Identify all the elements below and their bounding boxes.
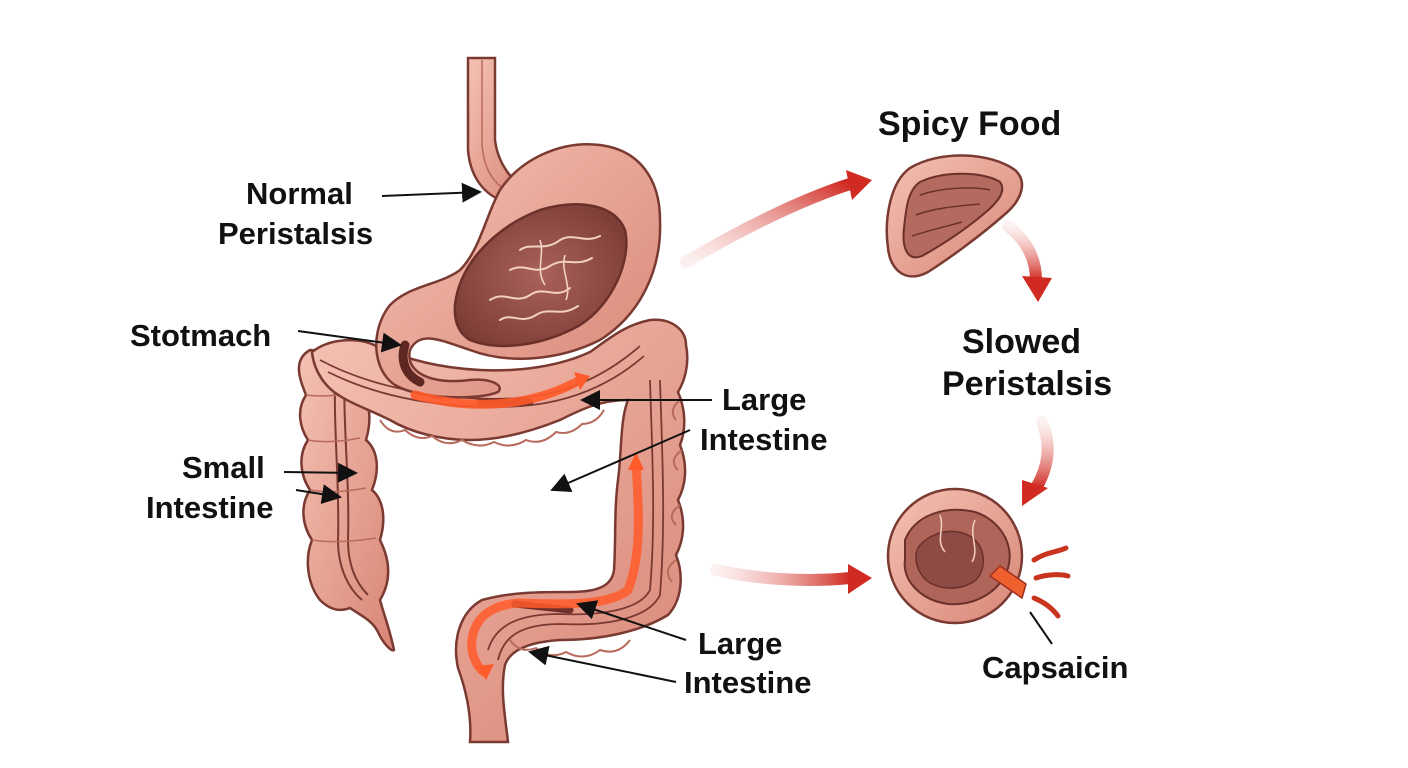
label-slowed-peristalsis-line2: Peristalsis	[942, 365, 1113, 403]
label-stomach: Stotmach	[130, 318, 272, 353]
label-large-intestine-lower-2: Intestine	[684, 663, 811, 703]
label-capsaicin: Capsaicin	[982, 650, 1129, 685]
label-normal-peristalsis: Normal	[246, 174, 353, 214]
label-small-intestine: Small	[182, 448, 265, 488]
label-large-intestine-upper-line2: Intestine	[700, 422, 828, 457]
spicy-food-cross-section-icon	[885, 154, 1024, 278]
label-small-intestine-2: Intestine	[146, 488, 273, 528]
label-slowed-peristalsis-line1: Slowed	[962, 323, 1082, 361]
label-large-intestine-lower-line2: Intestine	[684, 665, 812, 700]
label-normal-peristalsis-2: Peristalsis	[218, 214, 373, 254]
label-large-intestine-upper-2: Intestine	[700, 420, 827, 460]
leader-lines	[283, 182, 712, 683]
label-small-intestine-line1: Small	[182, 450, 265, 485]
label-large-intestine-lower: Large	[698, 624, 782, 664]
label-normal-peristalsis-line1: Normal	[246, 176, 353, 211]
label-slowed-peristalsis: Slowed	[962, 322, 1081, 362]
flow-arrows	[680, 170, 1054, 594]
stomach-icon	[375, 143, 662, 399]
label-small-intestine-line2: Intestine	[146, 490, 274, 525]
label-slowed-peristalsis-2: Peristalsis	[942, 364, 1112, 404]
peristalsis-wave-arrows	[410, 372, 644, 680]
label-large-intestine-upper: Large	[722, 380, 806, 420]
label-large-intestine-lower-line1: Large	[698, 626, 783, 661]
label-normal-peristalsis-line2: Peristalsis	[218, 216, 374, 251]
small-intestine-icon	[297, 348, 396, 652]
capsaicin-cross-section-icon	[886, 487, 1071, 645]
label-large-intestine-upper-line1: Large	[722, 382, 807, 417]
label-spicy-food: Spicy Food	[878, 105, 1062, 143]
